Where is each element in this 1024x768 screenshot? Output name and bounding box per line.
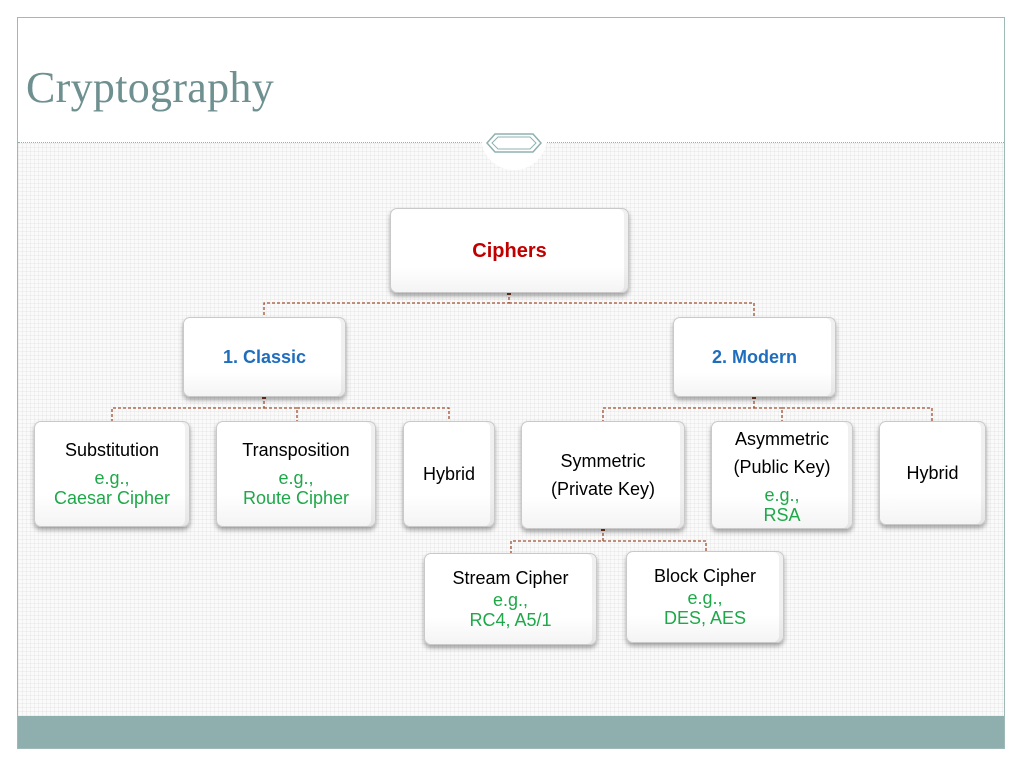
node-ciphers-label: Ciphers <box>472 239 547 262</box>
node-symmetric-label: Symmetric <box>560 451 646 471</box>
node-stream-cipher-label: Stream Cipher <box>452 568 569 588</box>
connector-modern-symmetric <box>602 396 755 422</box>
node-stream-cipher-example: RC4, A5/1 <box>469 610 552 630</box>
node-transposition: Transposition e.g., Route Cipher <box>216 421 376 527</box>
node-ciphers: Ciphers <box>390 208 629 293</box>
node-block-cipher-label: Block Cipher <box>653 566 757 586</box>
node-classic-hybrid-label: Hybrid <box>422 464 475 484</box>
connector-symmetric-block <box>603 540 707 552</box>
connector-classic-hybrid <box>297 407 450 422</box>
node-asymmetric-example-prefix: e.g., <box>764 485 800 505</box>
node-transposition-example-prefix: e.g., <box>278 468 314 488</box>
node-asymmetric-example: RSA <box>763 505 801 525</box>
node-block-cipher-example: DES, AES <box>663 608 747 628</box>
hexagon-ornament-icon <box>485 133 543 153</box>
connector-classic-transposition <box>264 407 298 422</box>
node-block-cipher-example-prefix: e.g., <box>687 588 723 608</box>
connector-classic-substitution <box>111 396 265 422</box>
footer-band <box>18 716 1004 748</box>
node-substitution-label: Substitution <box>64 440 160 460</box>
node-transposition-example: Route Cipher <box>242 488 350 508</box>
node-asymmetric-label: Asymmetric <box>735 429 829 449</box>
node-symmetric-sublabel: (Private Key) <box>550 479 656 499</box>
connector-root-modern <box>509 302 755 318</box>
connector-symmetric-stream <box>510 528 604 554</box>
node-symmetric: Symmetric (Private Key) <box>521 421 685 529</box>
node-modern-hybrid: Hybrid <box>879 421 986 525</box>
node-classic: 1. Classic <box>183 317 346 397</box>
node-asymmetric-sublabel: (Public Key) <box>733 457 831 477</box>
node-stream-cipher-example-prefix: e.g., <box>492 590 529 610</box>
node-transposition-label: Transposition <box>242 440 350 460</box>
slide-title: Cryptography <box>26 63 275 112</box>
node-substitution-example: Caesar Cipher <box>53 488 171 508</box>
connector-joint-modern <box>752 395 756 399</box>
node-classic-hybrid: Hybrid <box>403 421 495 527</box>
node-substitution: Substitution e.g., Caesar Cipher <box>34 421 190 527</box>
node-modern-hybrid-label: Hybrid <box>906 463 959 483</box>
node-modern: 2. Modern <box>673 317 836 397</box>
node-classic-label: 1. Classic <box>222 347 307 367</box>
connector-joint-symmetric <box>601 527 605 531</box>
connector-root-classic <box>263 292 510 318</box>
connector-modern-asymmetric <box>754 407 783 422</box>
node-substitution-example-prefix: e.g., <box>94 468 130 488</box>
connector-joint-classic <box>262 395 266 399</box>
connector-modern-hybrid <box>782 407 933 422</box>
node-asymmetric: Asymmetric (Public Key) e.g., RSA <box>711 421 853 529</box>
connector-joint-root <box>507 291 511 295</box>
node-stream-cipher: Stream Cipher e.g., RC4, A5/1 <box>424 553 597 645</box>
node-block-cipher: Block Cipher e.g., DES, AES <box>626 551 784 643</box>
node-modern-label: 2. Modern <box>711 347 797 367</box>
